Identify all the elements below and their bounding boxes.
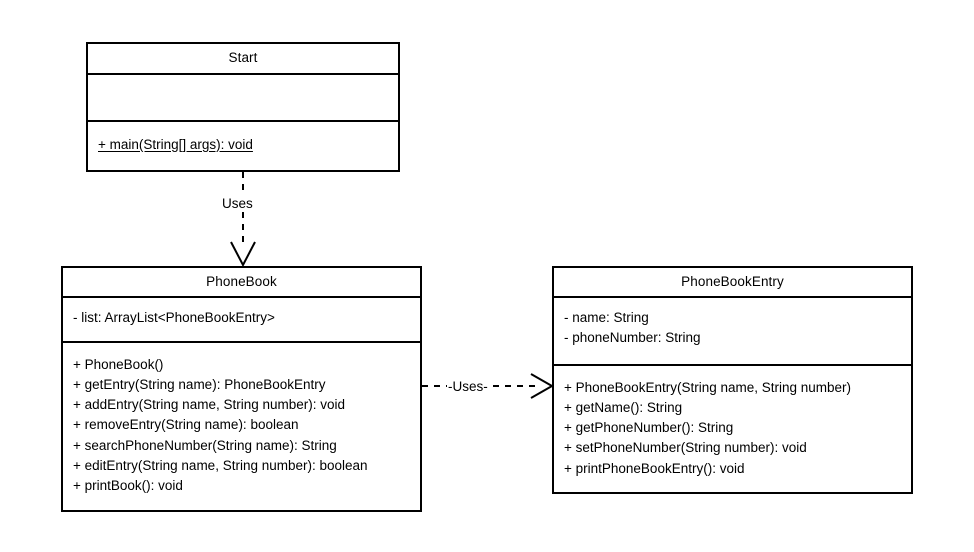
uml-attribute: - phoneNumber: String [564, 329, 701, 345]
uml-attribute: - list: ArrayList<PhoneBookEntry> [73, 309, 275, 325]
uml-operation: + main(String[] args): void [98, 136, 253, 152]
uml-class-phonebook-operations: + PhoneBook() + getEntry(String name): P… [63, 343, 420, 510]
uml-operation: + PhoneBook() [73, 356, 164, 372]
uml-attribute: - name: String [564, 309, 649, 325]
dependency-label-start-phonebook: Uses [219, 196, 256, 212]
uml-operation: + printPhoneBookEntry(): void [564, 460, 745, 476]
uml-class-phonebookentry[interactable]: PhoneBookEntry - name: String - phoneNum… [552, 266, 913, 494]
uml-operation: + addEntry(String name, String number): … [73, 397, 346, 413]
uml-operation: + PhoneBookEntry(String name, String num… [564, 379, 852, 395]
uml-class-phonebookentry-attributes: - name: String - phoneNumber: String [554, 298, 911, 366]
dependency-arrowhead-down [230, 241, 256, 268]
uml-class-phonebookentry-name: PhoneBookEntry [554, 268, 911, 298]
uml-class-start[interactable]: Start + main(String[] args): void [86, 42, 400, 172]
uml-class-phonebook[interactable]: PhoneBook - list: ArrayList<PhoneBookEnt… [61, 266, 422, 512]
dependency-label-phonebook-entry: -Uses- [447, 379, 489, 395]
uml-operation: + setPhoneNumber(String number): void [564, 440, 807, 456]
uml-operation: + searchPhoneNumber(String name): String [73, 437, 337, 453]
uml-class-start-operations: + main(String[] args): void [88, 122, 398, 170]
uml-class-phonebookentry-operations: + PhoneBookEntry(String name, String num… [554, 366, 911, 492]
uml-operation: + getName(): String [564, 399, 683, 415]
uml-class-start-attributes [88, 75, 398, 122]
uml-operation: + removeEntry(String name): boolean [73, 417, 299, 433]
uml-class-phonebook-attributes: - list: ArrayList<PhoneBookEntry> [63, 298, 420, 343]
uml-operation: + getPhoneNumber(): String [564, 420, 734, 436]
uml-class-phonebook-name: PhoneBook [63, 268, 420, 298]
uml-class-start-name: Start [88, 44, 398, 75]
uml-operation: + editEntry(String name, String number):… [73, 457, 368, 473]
uml-operation: + getEntry(String name): PhoneBookEntry [73, 376, 326, 392]
dependency-arrowhead-right [530, 373, 555, 399]
uml-operation: + printBook(): void [73, 478, 183, 494]
